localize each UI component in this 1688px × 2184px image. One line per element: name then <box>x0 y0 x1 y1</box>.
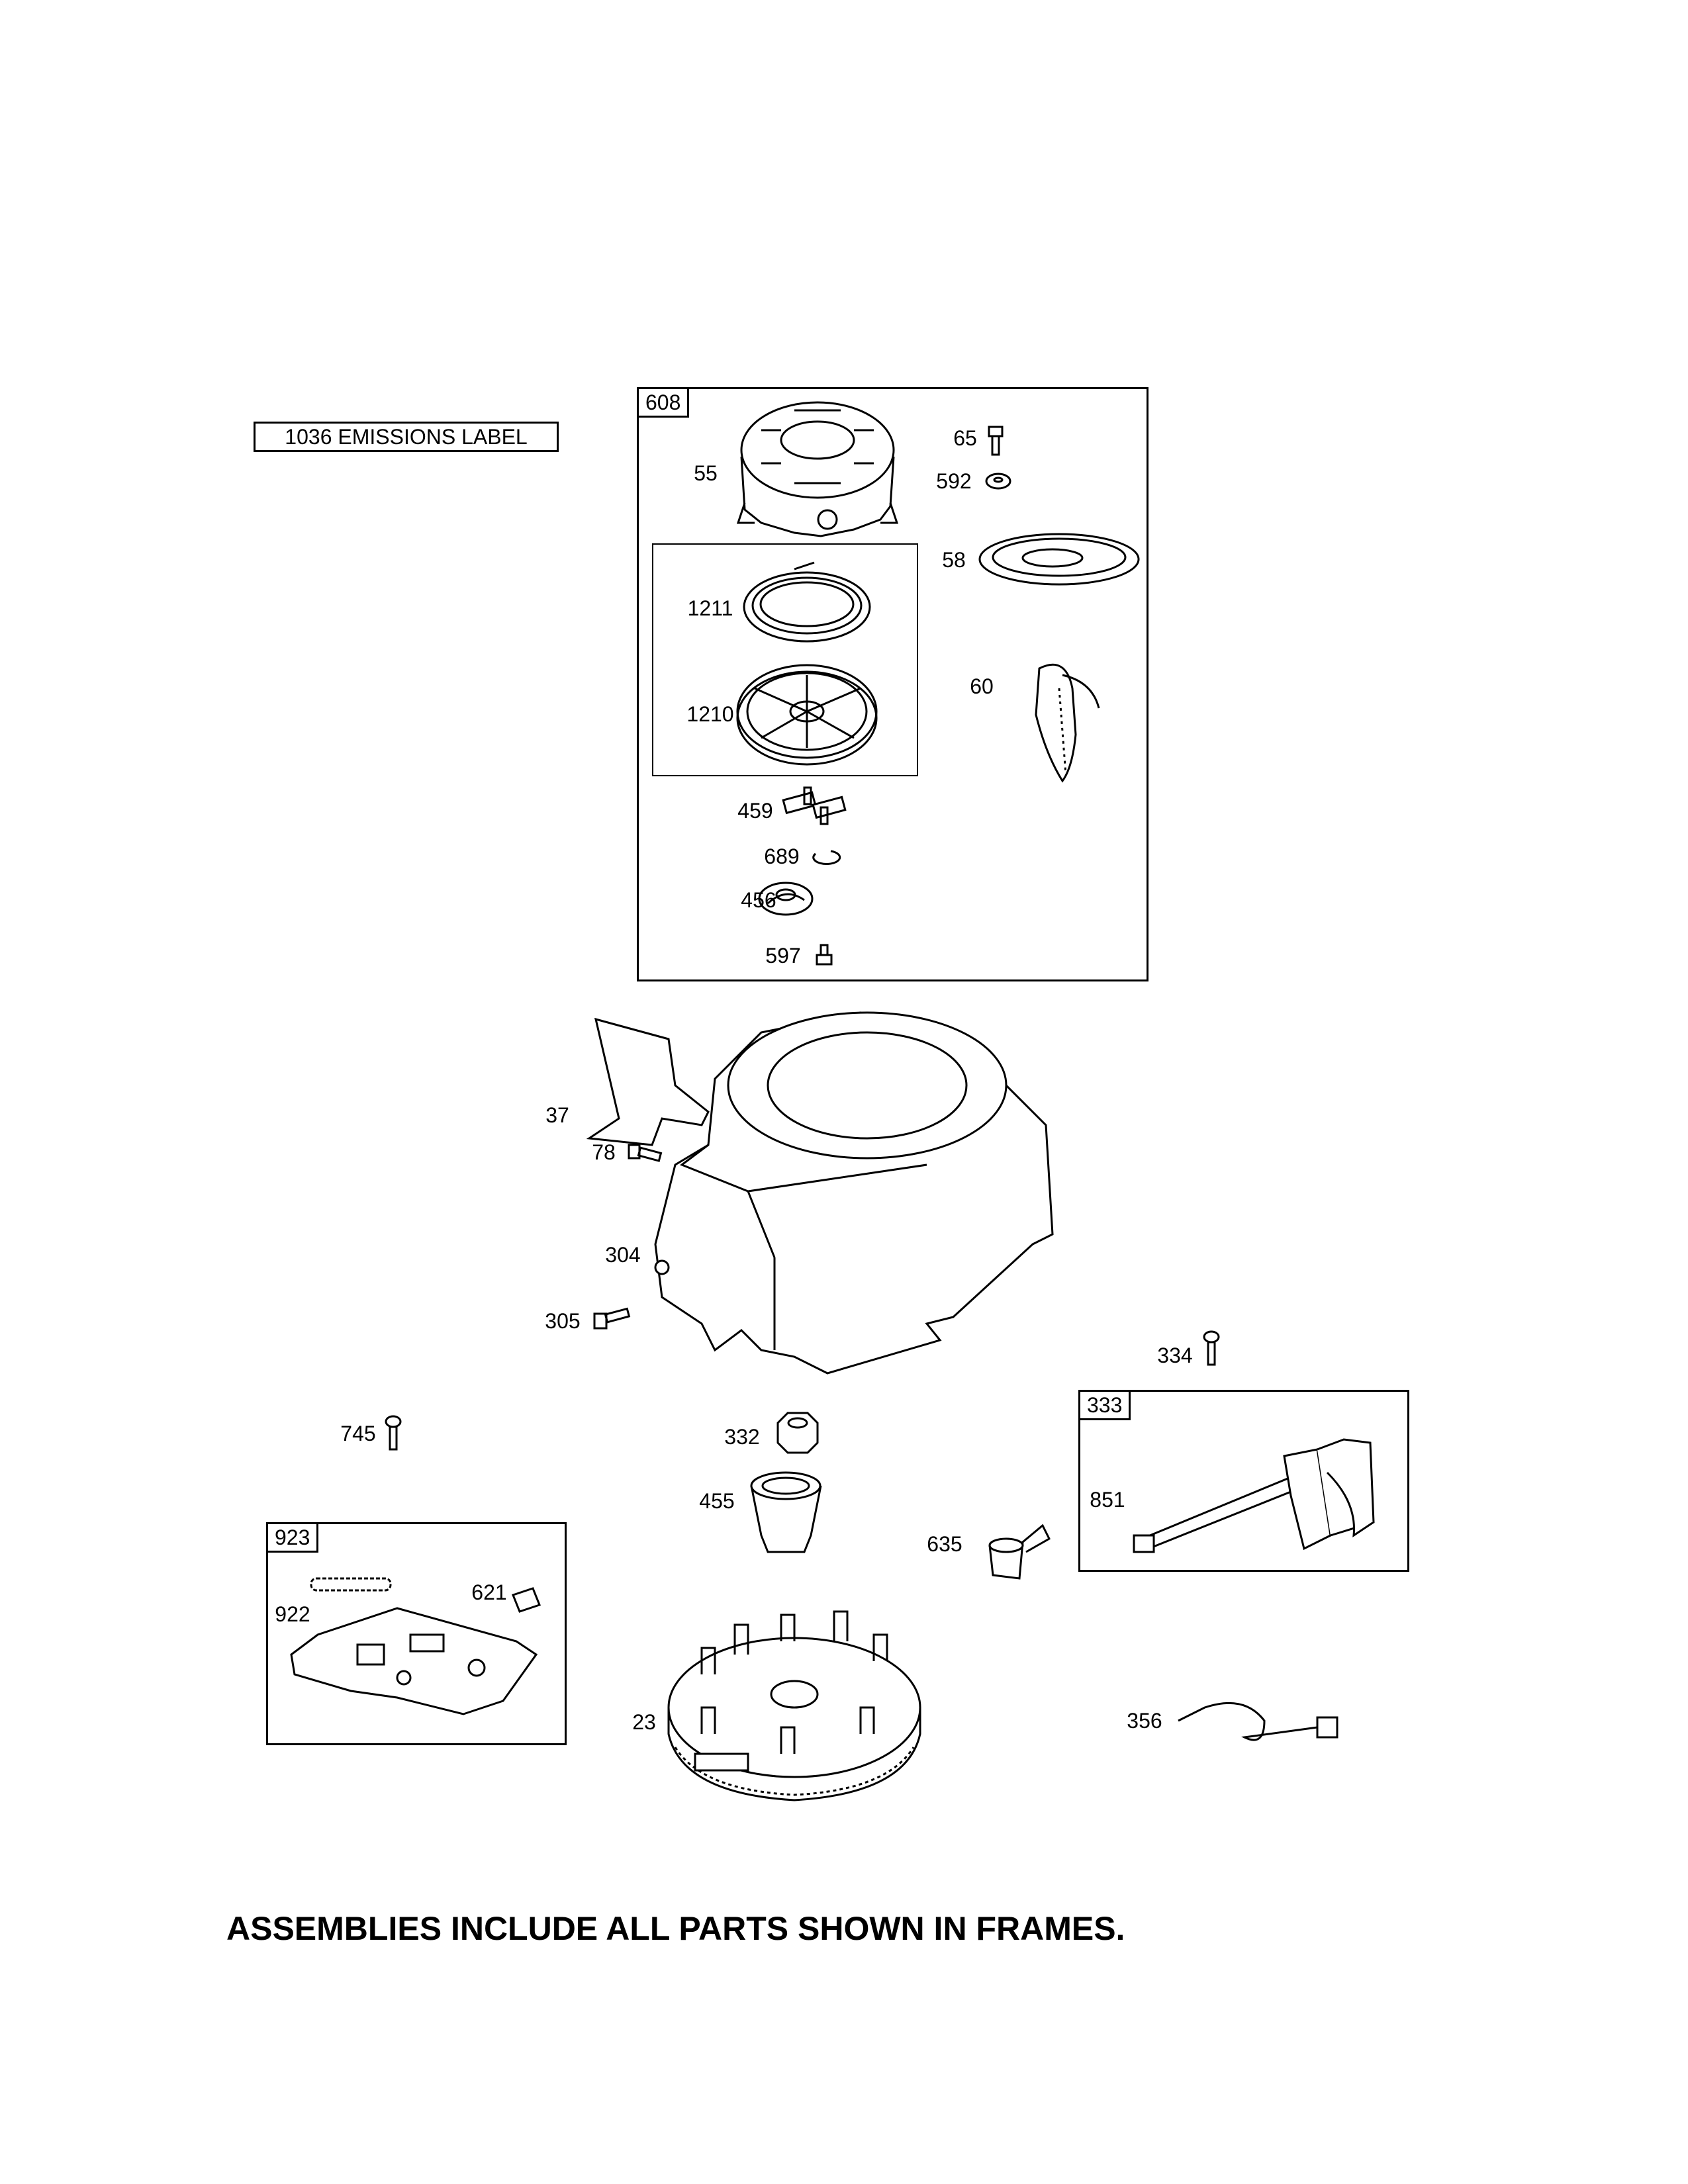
part-label-37[interactable]: 37 <box>545 1103 569 1127</box>
retainer-ring-drawing <box>812 850 841 865</box>
spring-drawing <box>978 533 1140 586</box>
flywheel-drawing <box>667 1610 921 1801</box>
screw-drawing <box>816 944 833 966</box>
pulley-drawing <box>736 664 878 766</box>
part-label-1210[interactable]: 1210 <box>686 702 734 726</box>
part-label-459[interactable]: 459 <box>737 799 773 823</box>
blower-housing-drawing <box>654 1011 1054 1375</box>
frame-tag-923[interactable]: 923 <box>268 1524 319 1553</box>
part-label-305[interactable]: 305 <box>545 1309 581 1333</box>
emissions-label-box[interactable]: 1036 EMISSIONS LABEL <box>254 422 559 452</box>
part-label-597[interactable]: 597 <box>765 944 801 968</box>
screw-78-drawing <box>628 1144 663 1162</box>
part-label-356[interactable]: 356 <box>1127 1709 1162 1733</box>
ignition-armature-drawing <box>1133 1438 1375 1553</box>
frame-governor-control: 923 <box>266 1522 567 1745</box>
frame-ignition-armature: 333 <box>1078 1390 1409 1572</box>
part-label-455[interactable]: 455 <box>699 1489 735 1513</box>
frame-tag-333[interactable]: 333 <box>1080 1392 1131 1420</box>
rewind-spring-drawing <box>743 561 871 643</box>
pawls-drawing <box>782 786 847 825</box>
assemblies-note: ASSEMBLIES INCLUDE ALL PARTS SHOWN IN FR… <box>226 1910 1125 1947</box>
screw-745-drawing <box>385 1415 402 1451</box>
part-label-334[interactable]: 334 <box>1157 1343 1193 1367</box>
screw-334-drawing <box>1203 1330 1220 1366</box>
governor-spring-drawing <box>310 1577 392 1592</box>
part-label-332[interactable]: 332 <box>724 1425 760 1449</box>
part-label-55[interactable]: 55 <box>694 461 718 485</box>
ratchet-drawing <box>758 882 814 916</box>
frame-tag-608[interactable]: 608 <box>639 389 690 418</box>
part-label-304[interactable]: 304 <box>605 1243 641 1267</box>
starter-cup-drawing <box>750 1471 822 1553</box>
nut-drawing <box>985 473 1011 490</box>
part-label-58[interactable]: 58 <box>942 548 966 572</box>
frame-rewind-starter: 608 <box>637 387 1149 981</box>
spark-plug-boot-drawing <box>988 1524 1051 1580</box>
part-label-851[interactable]: 851 <box>1090 1488 1125 1512</box>
part-label-60[interactable]: 60 <box>970 674 994 698</box>
part-label-23[interactable]: 23 <box>632 1710 656 1734</box>
ground-wire-drawing <box>1178 1702 1338 1741</box>
bolt-drawing <box>988 426 1004 456</box>
clip-drawing <box>512 1587 541 1613</box>
starter-housing-drawing <box>736 401 899 537</box>
part-label-456[interactable]: 456 <box>741 888 776 912</box>
part-label-78[interactable]: 78 <box>592 1140 616 1164</box>
part-label-922[interactable]: 922 <box>275 1602 310 1626</box>
part-label-65[interactable]: 65 <box>953 426 977 450</box>
part-label-635[interactable]: 635 <box>927 1532 962 1556</box>
frame-inner-pulley <box>652 543 918 776</box>
part-label-592[interactable]: 592 <box>936 469 972 493</box>
rope-handle-drawing <box>1035 663 1100 783</box>
flywheel-nut-drawing <box>776 1412 819 1454</box>
control-plate-drawing <box>290 1607 538 1715</box>
part-label-745[interactable]: 745 <box>340 1422 376 1445</box>
part-label-689[interactable]: 689 <box>764 844 800 868</box>
screw-305-drawing <box>593 1307 631 1330</box>
deflector-drawing <box>586 1017 710 1146</box>
part-label-1211[interactable]: 1211 <box>687 596 733 620</box>
part-label-621[interactable]: 621 <box>471 1580 507 1604</box>
